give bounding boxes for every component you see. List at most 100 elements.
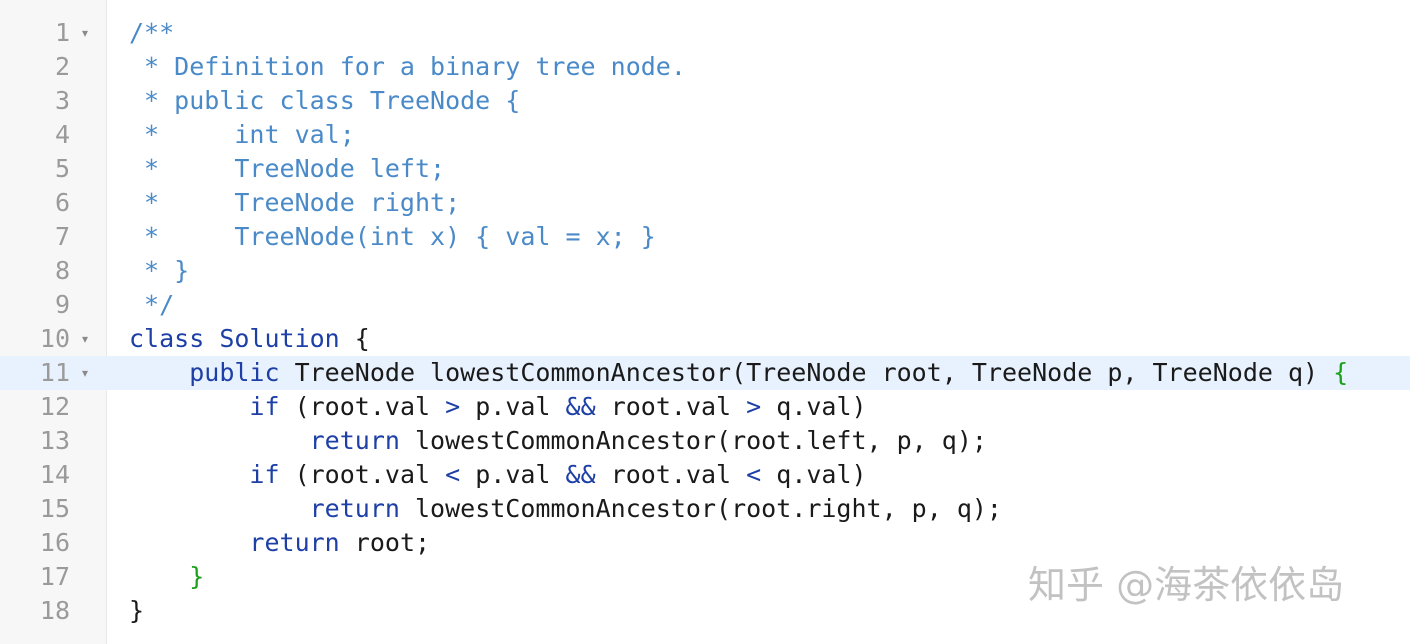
line-number: 18 <box>39 596 70 625</box>
code-token: p.val <box>460 392 566 421</box>
code-line-13[interactable]: 13 return lowestCommonAncestor(root.left… <box>0 424 1410 458</box>
code-token: root; <box>339 528 431 557</box>
code-token: return <box>309 426 400 455</box>
code-text[interactable]: /** <box>129 16 174 50</box>
line-number: 9 <box>54 290 70 319</box>
line-number: 2 <box>54 52 70 81</box>
code-text[interactable]: * TreeNode(int x) { val = x; } <box>129 220 656 254</box>
code-text[interactable]: * int val; <box>129 118 355 152</box>
code-token: lowestCommonAncestor(root.right, p, q); <box>399 494 1002 523</box>
code-token: public <box>189 358 280 387</box>
code-text[interactable]: return lowestCommonAncestor(root.right, … <box>129 492 1002 526</box>
fold-toggle-icon[interactable]: ▾ <box>81 26 89 40</box>
line-number: 12 <box>39 392 70 421</box>
code-token: /** <box>129 18 175 47</box>
code-text[interactable]: } <box>129 560 204 594</box>
code-line-4[interactable]: 4 * int val; <box>0 118 1410 152</box>
code-token: root.val <box>595 460 747 489</box>
code-text[interactable]: class Solution { <box>129 322 370 356</box>
code-line-3[interactable]: 3 * public class TreeNode { <box>0 84 1410 118</box>
code-text[interactable]: * TreeNode right; <box>129 186 460 220</box>
code-line-6[interactable]: 6 * TreeNode right; <box>0 186 1410 220</box>
code-token <box>129 426 310 455</box>
code-line-17[interactable]: 17 } <box>0 560 1410 594</box>
code-text[interactable]: return lowestCommonAncestor(root.left, p… <box>129 424 987 458</box>
code-text[interactable]: * TreeNode left; <box>129 152 445 186</box>
code-token: if <box>249 392 280 421</box>
code-token: * Definition for a binary tree node. <box>129 52 686 81</box>
code-token: lowestCommonAncestor(root.left, p, q); <box>399 426 987 455</box>
code-token: * TreeNode(int x) { val = x; } <box>129 222 656 251</box>
code-line-14[interactable]: 14 if (root.val < p.val && root.val < q.… <box>0 458 1410 492</box>
code-token <box>129 392 249 421</box>
code-token: * TreeNode right; <box>129 188 461 217</box>
code-token: return <box>249 528 340 557</box>
code-line-16[interactable]: 16 return root; <box>0 526 1410 560</box>
code-token: TreeNode lowestCommonAncestor(TreeNode r… <box>279 358 1334 387</box>
code-text[interactable]: if (root.val > p.val && root.val > q.val… <box>129 390 867 424</box>
line-number: 17 <box>39 562 70 591</box>
code-text[interactable]: public TreeNode lowestCommonAncestor(Tre… <box>129 356 1348 390</box>
line-number: 13 <box>39 426 70 455</box>
code-token: && <box>565 392 596 421</box>
line-number: 7 <box>54 222 70 251</box>
code-text[interactable]: * Definition for a binary tree node. <box>129 50 686 84</box>
line-number: 1 <box>54 18 70 47</box>
code-token <box>129 358 189 387</box>
code-token: (root.val <box>279 460 446 489</box>
code-line-1[interactable]: 1 ▾ /** <box>0 16 1410 50</box>
watermark: 知乎 @海茶依依岛 <box>1028 563 1345 607</box>
code-text[interactable]: } <box>129 594 144 628</box>
code-token <box>129 494 310 523</box>
code-token <box>129 528 249 557</box>
line-number: 3 <box>54 86 70 115</box>
line-number: 5 <box>54 154 70 183</box>
code-text[interactable]: */ <box>129 288 174 322</box>
code-line-9[interactable]: 9 */ <box>0 288 1410 322</box>
code-line-2[interactable]: 2 * Definition for a binary tree node. <box>0 50 1410 84</box>
code-token <box>129 562 189 591</box>
code-token: Solution <box>219 324 340 353</box>
line-number: 8 <box>54 256 70 285</box>
code-token: q.val) <box>761 392 867 421</box>
line-number: 6 <box>54 188 70 217</box>
code-token: { <box>339 324 370 353</box>
code-text[interactable]: return root; <box>129 526 430 560</box>
code-text[interactable]: * } <box>129 254 189 288</box>
code-token: p.val <box>460 460 566 489</box>
line-number: 10 <box>39 324 70 353</box>
code-line-8[interactable]: 8 * } <box>0 254 1410 288</box>
code-token: class <box>129 324 205 353</box>
code-token: > <box>746 392 762 421</box>
code-text[interactable]: if (root.val < p.val && root.val < q.val… <box>129 458 866 492</box>
line-number: 15 <box>39 494 70 523</box>
code-token: if <box>249 460 280 489</box>
code-line-15[interactable]: 15 return lowestCommonAncestor(root.righ… <box>0 492 1410 526</box>
code-token: } <box>189 562 205 591</box>
code-token: && <box>565 460 596 489</box>
code-token: */ <box>129 290 175 319</box>
line-number: 11 <box>39 358 70 387</box>
fold-toggle-icon[interactable]: ▾ <box>81 332 89 346</box>
code-token: * TreeNode left; <box>129 154 446 183</box>
code-token: { <box>1333 358 1349 387</box>
code-token: > <box>445 392 461 421</box>
code-token: root.val <box>595 392 747 421</box>
code-line-18[interactable]: 18} <box>0 594 1410 628</box>
code-token: * } <box>129 256 190 285</box>
line-number-gutter <box>0 0 107 644</box>
code-line-10[interactable]: 10 ▾ class Solution { <box>0 322 1410 356</box>
code-line-11[interactable]: 11 ▾ public TreeNode lowestCommonAncestor… <box>0 356 1410 390</box>
code-token: } <box>129 596 145 625</box>
line-number: 4 <box>54 120 70 149</box>
fold-toggle-icon[interactable]: ▾ <box>81 366 89 380</box>
code-token: (root.val <box>279 392 446 421</box>
code-token <box>204 324 219 353</box>
code-line-7[interactable]: 7 * TreeNode(int x) { val = x; } <box>0 220 1410 254</box>
code-token: < <box>746 460 762 489</box>
code-line-12[interactable]: 12 if (root.val > p.val && root.val > q.… <box>0 390 1410 424</box>
code-text[interactable]: * public class TreeNode { <box>129 84 520 118</box>
code-line-5[interactable]: 5 * TreeNode left; <box>0 152 1410 186</box>
line-number: 16 <box>39 528 70 557</box>
